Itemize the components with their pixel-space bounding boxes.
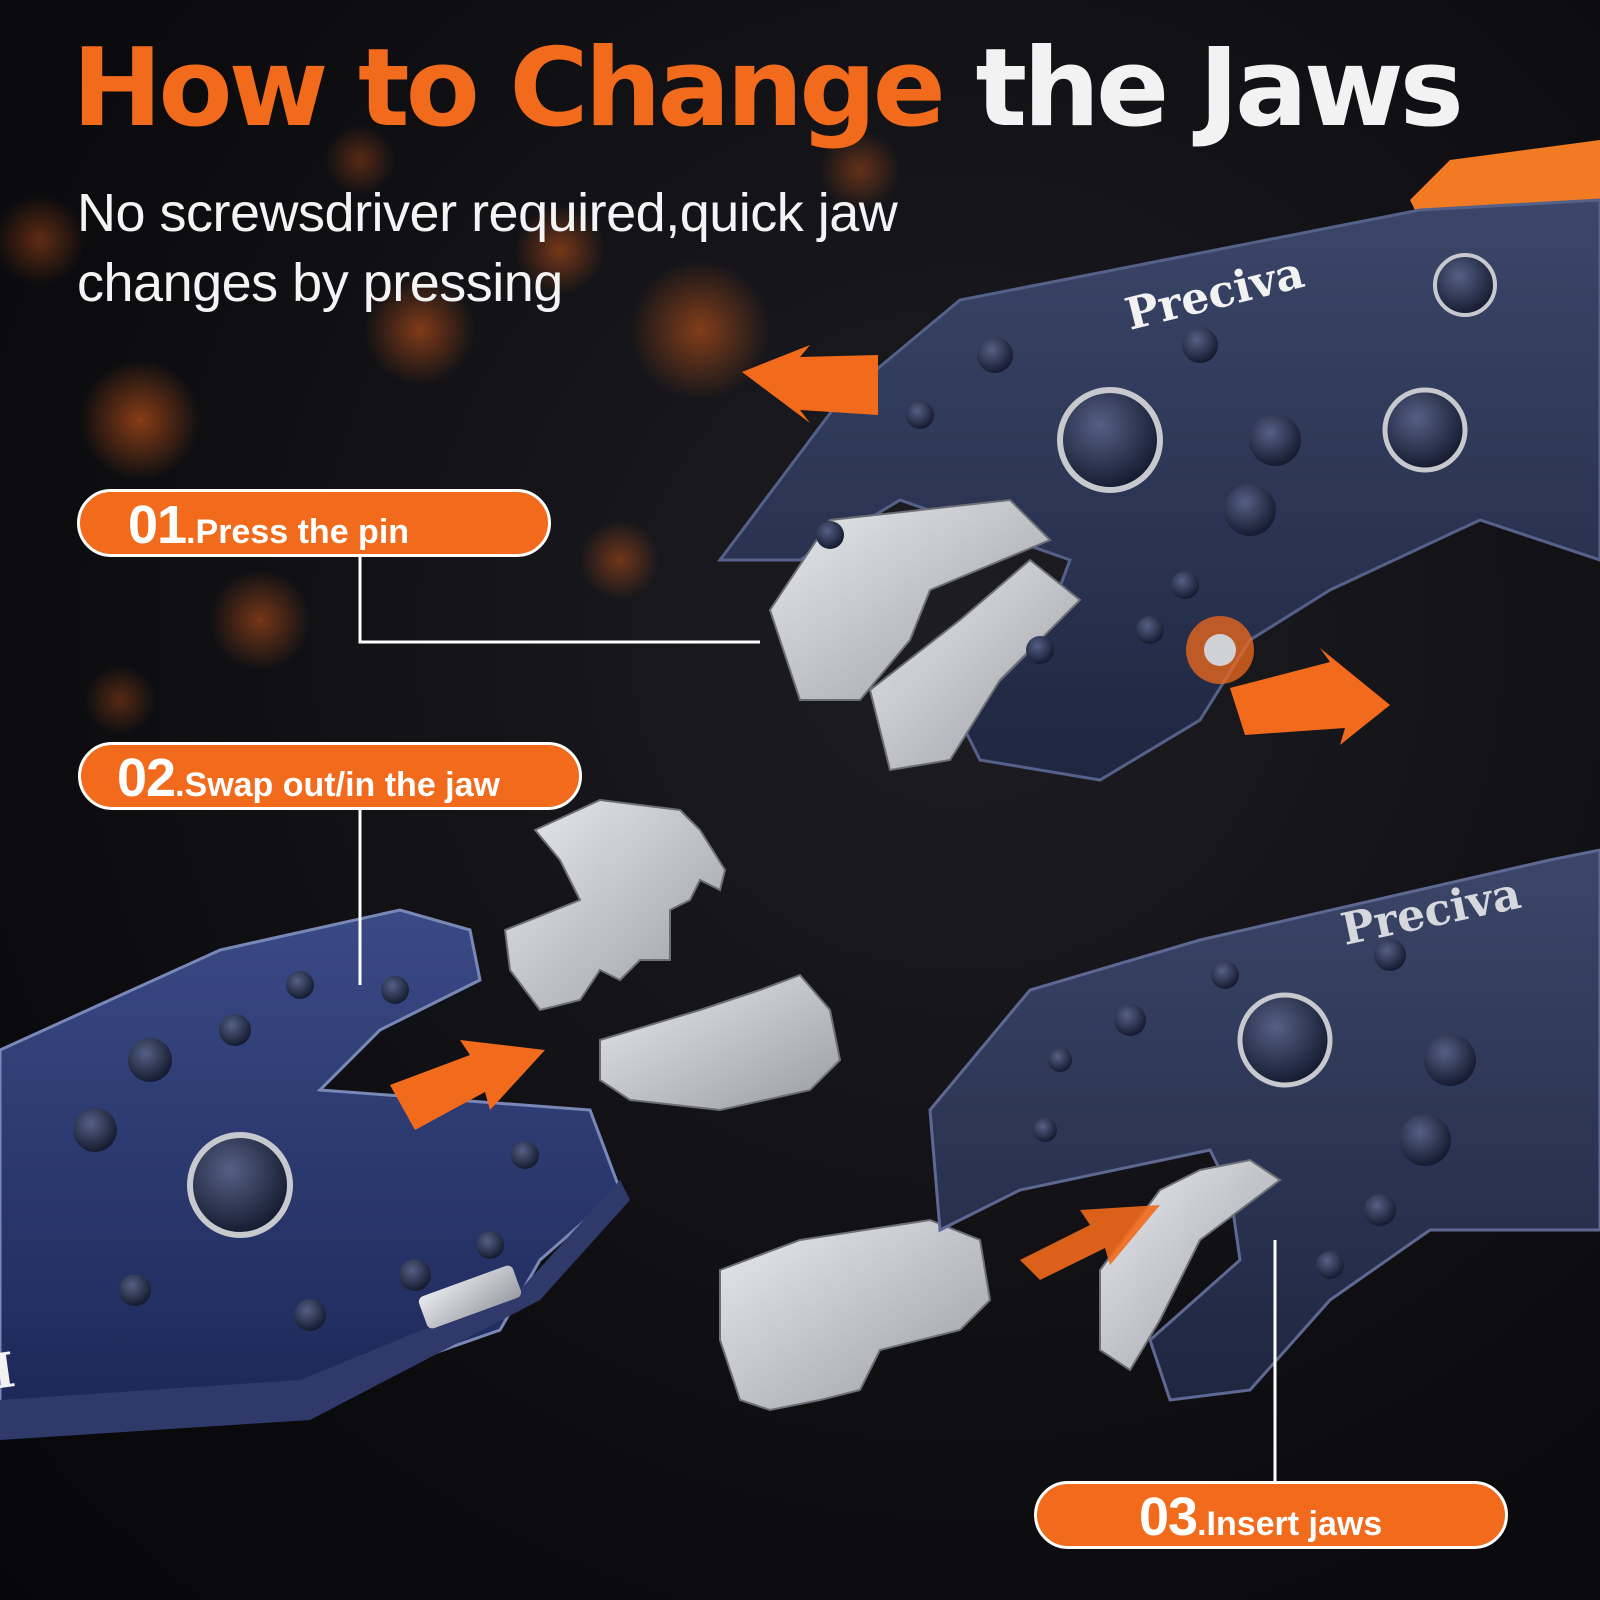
- rivet: [1211, 961, 1239, 989]
- pivot-bolt: [187, 1132, 293, 1238]
- arrow-insert-right-icon: [1020, 1205, 1160, 1280]
- step-1-label: 01 .Press the pin: [77, 489, 551, 557]
- rivet: [219, 1014, 251, 1046]
- rivet: [399, 1259, 431, 1291]
- rivet: [1136, 616, 1164, 644]
- callout-lines: [358, 557, 1277, 1481]
- rivet: [294, 1299, 326, 1331]
- step-text: .Insert jaws: [1197, 1505, 1383, 1543]
- step-number: 02: [117, 748, 176, 808]
- pivot-bolt: [1237, 992, 1333, 1088]
- callout-line-step-1: [358, 557, 760, 644]
- rivet: [1399, 1114, 1451, 1166]
- rivet: [128, 1038, 172, 1082]
- rivet: [1048, 1048, 1072, 1072]
- arrow-press-top-icon: [742, 345, 878, 423]
- rivet: [1249, 414, 1301, 466]
- pivot-bolt: [1382, 387, 1468, 473]
- step-text: .Swap out/in the jaw: [175, 766, 500, 804]
- tool-body-right: [928, 848, 1600, 1402]
- headline-accent: How to Change: [72, 26, 946, 151]
- rivet: [119, 1274, 151, 1306]
- crimper-tool-left: Preciva: [0, 908, 630, 1440]
- rivet: [1033, 1118, 1057, 1142]
- subtitle: No screwsdriver required,quick jaw chang…: [77, 183, 898, 313]
- rivet: [1171, 571, 1199, 599]
- rivet: [1364, 1194, 1396, 1226]
- headline: How to Change the Jaws: [72, 29, 1464, 149]
- step-text: .Press the pin: [186, 513, 410, 551]
- crimper-tool-top: Preciva: [717, 140, 1600, 782]
- arrow-press-pin-icon: [1230, 648, 1390, 745]
- release-latch: [418, 1265, 522, 1329]
- pivot-bolt: [1433, 253, 1497, 317]
- crimper-tool-right: Preciva: [928, 848, 1600, 1402]
- rivet: [286, 971, 314, 999]
- die-insert-lower: [599, 973, 842, 1112]
- headline-plain: the Jaws: [975, 26, 1463, 151]
- rivet: [511, 1141, 539, 1169]
- rivet: [1374, 939, 1406, 971]
- rivet: [1114, 1004, 1146, 1036]
- pivot-bolt: [1057, 387, 1163, 493]
- rivet: [381, 976, 409, 1004]
- step-number: 03: [1139, 1487, 1198, 1547]
- step-2-label: 02 .Swap out/in the jaw: [78, 742, 582, 810]
- step-number: 01: [128, 495, 187, 555]
- rivet: [1224, 484, 1276, 536]
- die-insert-upper: [503, 798, 727, 1012]
- loose-die-inserts: [503, 798, 992, 1412]
- tool-edge-left: [0, 1180, 630, 1440]
- rivet: [1026, 636, 1054, 664]
- rivet: [906, 401, 934, 429]
- step-3-label: 03 .Insert jaws: [1034, 1481, 1508, 1549]
- rivet: [816, 521, 844, 549]
- steel-jaw-upper: [768, 498, 1052, 701]
- bokeh-lights: [0, 125, 900, 735]
- rivet: [977, 337, 1013, 373]
- rivet: [1316, 1251, 1344, 1279]
- rivet: [73, 1108, 117, 1152]
- die-insert-right: [719, 1218, 992, 1412]
- rivet: [1182, 327, 1218, 363]
- rivet: [1424, 1034, 1476, 1086]
- arrow-insert-left-icon: [390, 1040, 545, 1130]
- rivet: [476, 1231, 504, 1259]
- direction-arrows: [390, 345, 1390, 1280]
- release-pin: [1204, 634, 1236, 666]
